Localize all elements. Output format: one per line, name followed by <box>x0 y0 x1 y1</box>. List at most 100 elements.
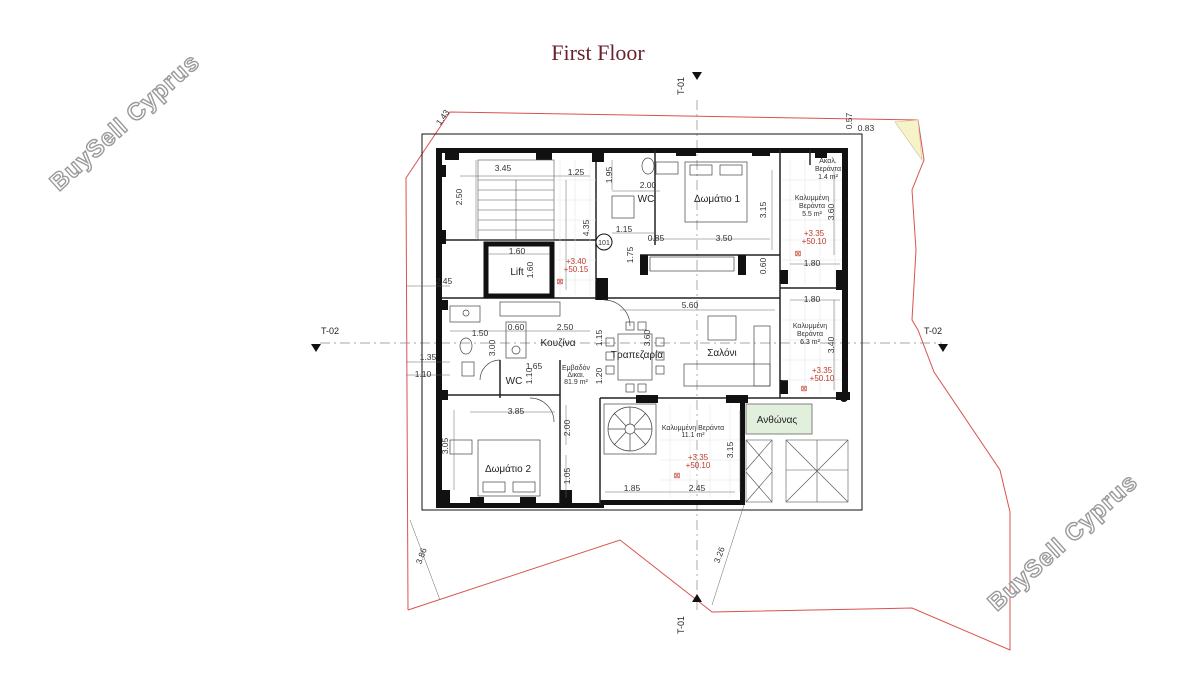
svg-text:Ακαλ.: Ακαλ. <box>819 158 837 165</box>
veranda-covered-top-label: Καλυμμένη Βεράντα 5.5 m² <box>795 194 829 218</box>
dimension-lines <box>406 160 840 606</box>
svg-text:1.85: 1.85 <box>624 483 641 493</box>
svg-text:3.05: 3.05 <box>440 437 450 454</box>
room-label-bedroom-2: Δωμάτιο 2 <box>485 463 532 475</box>
svg-text:3.40: 3.40 <box>826 336 836 353</box>
watermark-bottom-right: BuySell Cyprus <box>983 468 1143 616</box>
svg-text:3.45: 3.45 <box>495 163 512 173</box>
svg-text:+3.40: +3.40 <box>566 257 587 266</box>
furniture <box>449 157 771 497</box>
staircase-main <box>477 159 555 241</box>
level-marker-3: +3.35 +50.10 ⊠ <box>801 366 835 393</box>
svg-text:Βεράντα: Βεράντα <box>797 330 823 338</box>
svg-text:T-01: T-01 <box>676 77 686 95</box>
svg-text:Βεράντα: Βεράντα <box>815 165 841 173</box>
svg-text:T-01: T-01 <box>676 616 686 634</box>
svg-text:3.15: 3.15 <box>725 441 735 458</box>
spiral-staircase <box>603 403 657 455</box>
section-marker-right: T-02 <box>924 326 948 352</box>
svg-text:1.35: 1.35 <box>420 352 437 362</box>
svg-text:3.86: 3.86 <box>414 546 429 565</box>
svg-text:2.50: 2.50 <box>557 322 574 332</box>
svg-text:6.3 m²: 6.3 m² <box>800 339 821 346</box>
svg-text:101: 101 <box>598 240 610 247</box>
svg-text:⊠: ⊠ <box>557 277 564 286</box>
svg-text:0.85: 0.85 <box>648 233 665 243</box>
svg-text:0.60: 0.60 <box>508 322 525 332</box>
watermark-top-left: BuySell Cyprus <box>45 48 205 196</box>
svg-text:3.00: 3.00 <box>487 339 497 356</box>
veranda-covered-bottom-label: Καλυμμένη Βεράντα 11.1 m² <box>662 424 724 439</box>
svg-text:Εμβαδόν: Εμβαδόν <box>562 364 591 372</box>
svg-text:3.15: 3.15 <box>758 201 768 218</box>
door-number-marker: 101 <box>595 233 613 251</box>
room-label-dining: Τραπεζαρία <box>611 349 663 361</box>
svg-text:0.60: 0.60 <box>758 257 768 274</box>
svg-text:1.10: 1.10 <box>415 369 432 379</box>
svg-text:1.25: 1.25 <box>568 167 585 177</box>
room-label-kitchen: Κουζίνα <box>541 337 576 349</box>
level-marker-1: +3.40 +50.15 ⊠ <box>557 257 589 286</box>
svg-text:1.05: 1.05 <box>562 467 572 484</box>
svg-text:1.15: 1.15 <box>616 224 633 234</box>
svg-text:0.83: 0.83 <box>858 123 875 133</box>
svg-text:+3.35: +3.35 <box>688 453 709 462</box>
wall-columns <box>436 148 850 505</box>
section-marker-bottom: T-01 <box>676 594 702 634</box>
svg-text:T-02: T-02 <box>924 326 942 336</box>
svg-text:1.4 m²: 1.4 m² <box>818 174 839 181</box>
level-marker-4: +3.35 +50.10 ⊠ <box>674 453 711 480</box>
svg-text:1.80: 1.80 <box>804 294 821 304</box>
yellow-wedge <box>894 119 923 162</box>
svg-text:Βεράντα: Βεράντα <box>799 202 825 210</box>
room-label-flowerbed: Ανθώνας <box>757 414 798 426</box>
corner-post <box>840 394 848 402</box>
svg-text:2.00: 2.00 <box>562 419 572 436</box>
svg-text:+50.10: +50.10 <box>802 237 827 246</box>
entrance-area-label: Εμβαδόν Δικαι. 81.9 m² <box>562 364 591 386</box>
svg-text:1.43: 1.43 <box>434 107 452 127</box>
svg-text:2.45: 2.45 <box>689 483 706 493</box>
svg-text:T-02: T-02 <box>321 326 339 336</box>
svg-text:1.80: 1.80 <box>804 258 821 268</box>
svg-text:3.26: 3.26 <box>712 545 727 564</box>
svg-text:2.00: 2.00 <box>640 180 657 190</box>
svg-text:1.60: 1.60 <box>509 246 526 256</box>
svg-text:81.9 m²: 81.9 m² <box>564 379 588 386</box>
svg-text:3.50: 3.50 <box>716 233 733 243</box>
svg-text:+3.35: +3.35 <box>804 229 825 238</box>
svg-text:3.60: 3.60 <box>642 329 652 346</box>
flowerbed-area <box>745 403 813 435</box>
svg-text:1.50: 1.50 <box>472 328 489 338</box>
hatched-areas <box>745 439 849 503</box>
interior-walls <box>442 150 845 505</box>
svg-text:1.10: 1.10 <box>524 367 534 384</box>
section-marker-left: T-02 <box>311 326 339 352</box>
svg-text:⊠: ⊠ <box>674 471 681 480</box>
svg-text:⊠: ⊠ <box>795 249 802 258</box>
room-label-wc-top: WC <box>638 194 655 205</box>
lift-shaft <box>483 241 555 299</box>
room-label-living: Σαλόνι <box>707 347 737 359</box>
svg-text:1.95: 1.95 <box>604 166 614 183</box>
svg-text:+50.15: +50.15 <box>564 265 589 274</box>
svg-text:+50.10: +50.10 <box>686 461 711 470</box>
room-label-bedroom-1: Δωμάτιο 1 <box>694 193 741 205</box>
svg-text:Καλυμμένη: Καλυμμένη <box>795 194 829 202</box>
level-marker-2: +3.35 +50.10 ⊠ <box>795 229 827 258</box>
svg-text:1.60: 1.60 <box>525 261 535 278</box>
svg-text:+50.10: +50.10 <box>810 374 835 383</box>
svg-text:5.60: 5.60 <box>682 300 699 310</box>
veranda-covered-mid-label: Καλυμμένη Βεράντα 6.3 m² <box>793 322 827 346</box>
section-marker-top: T-01 <box>676 72 702 95</box>
building-outline <box>421 133 863 511</box>
svg-text:1.20: 1.20 <box>594 367 604 384</box>
svg-text:1.75: 1.75 <box>625 246 635 263</box>
svg-text:11.1 m²: 11.1 m² <box>681 432 705 439</box>
svg-text:2.50: 2.50 <box>454 188 464 205</box>
svg-text:1.15: 1.15 <box>594 329 604 346</box>
svg-text:Δικαι.: Δικαι. <box>567 372 584 379</box>
svg-text:Καλυμμένη Βεράντα: Καλυμμένη Βεράντα <box>662 424 724 432</box>
svg-text:5.5 m²: 5.5 m² <box>802 211 823 218</box>
